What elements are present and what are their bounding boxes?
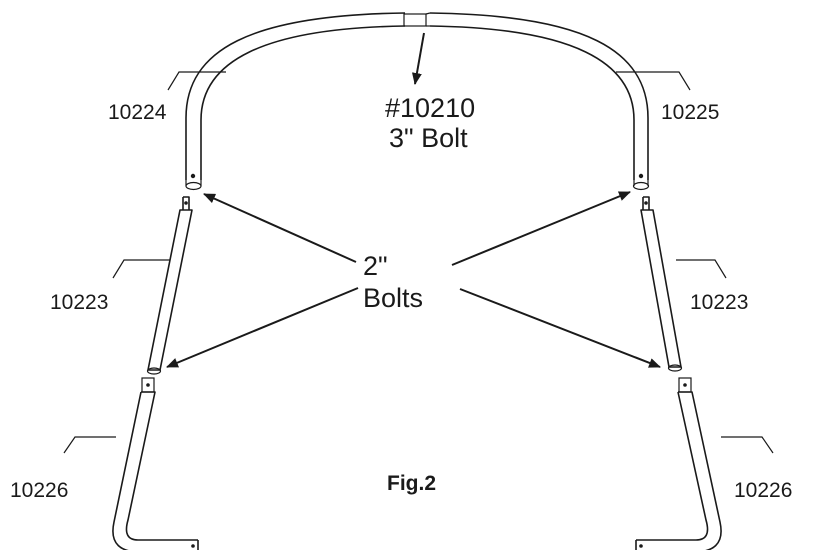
- leader-lines: [63, 71, 774, 454]
- arrows: [166, 32, 661, 368]
- leader-10223-left: [112, 259, 170, 279]
- bolt-2in-label-line2: Bolts: [363, 283, 423, 313]
- left-middle-tube-10223: [146, 196, 193, 375]
- part-label-10225: 10225: [661, 101, 719, 124]
- right-middle-tube-10223: [640, 196, 683, 372]
- bolt-3in-part-number: #10210: [385, 93, 475, 123]
- part-label-10226-left: 10226: [10, 479, 68, 502]
- arrow-3in-bolt: [411, 32, 425, 85]
- leader-10224: [167, 71, 226, 91]
- bolt-3in-name: 3" Bolt: [389, 123, 468, 153]
- center-connector-sleeve: [403, 12, 431, 27]
- leader-10226-right: [721, 436, 774, 454]
- bolt-2in-label-line1: 2": [363, 251, 388, 281]
- leader-10223-right: [676, 259, 727, 279]
- part-label-10223-left: 10223: [50, 291, 108, 314]
- figure-caption: Fig.2: [387, 472, 436, 495]
- part-label-10224: 10224: [108, 101, 167, 124]
- top-arch-right-tube-10225: [429, 12, 650, 191]
- right-bottom-leg-10226: [635, 377, 722, 550]
- arrow-2in-bolt-upper-right: [451, 191, 631, 266]
- leader-10226-left: [63, 436, 116, 454]
- top-arch-left-tube-10224: [185, 12, 406, 191]
- part-label-10226-right: 10226: [734, 479, 792, 502]
- arrow-2in-bolt-upper-left: [203, 193, 357, 263]
- part-label-10223-right: 10223: [690, 291, 748, 314]
- left-bottom-leg-10226: [112, 377, 199, 550]
- arrow-2in-bolt-lower-left: [166, 287, 359, 368]
- arrow-2in-bolt-lower-right: [459, 288, 661, 368]
- leader-10225: [616, 71, 691, 91]
